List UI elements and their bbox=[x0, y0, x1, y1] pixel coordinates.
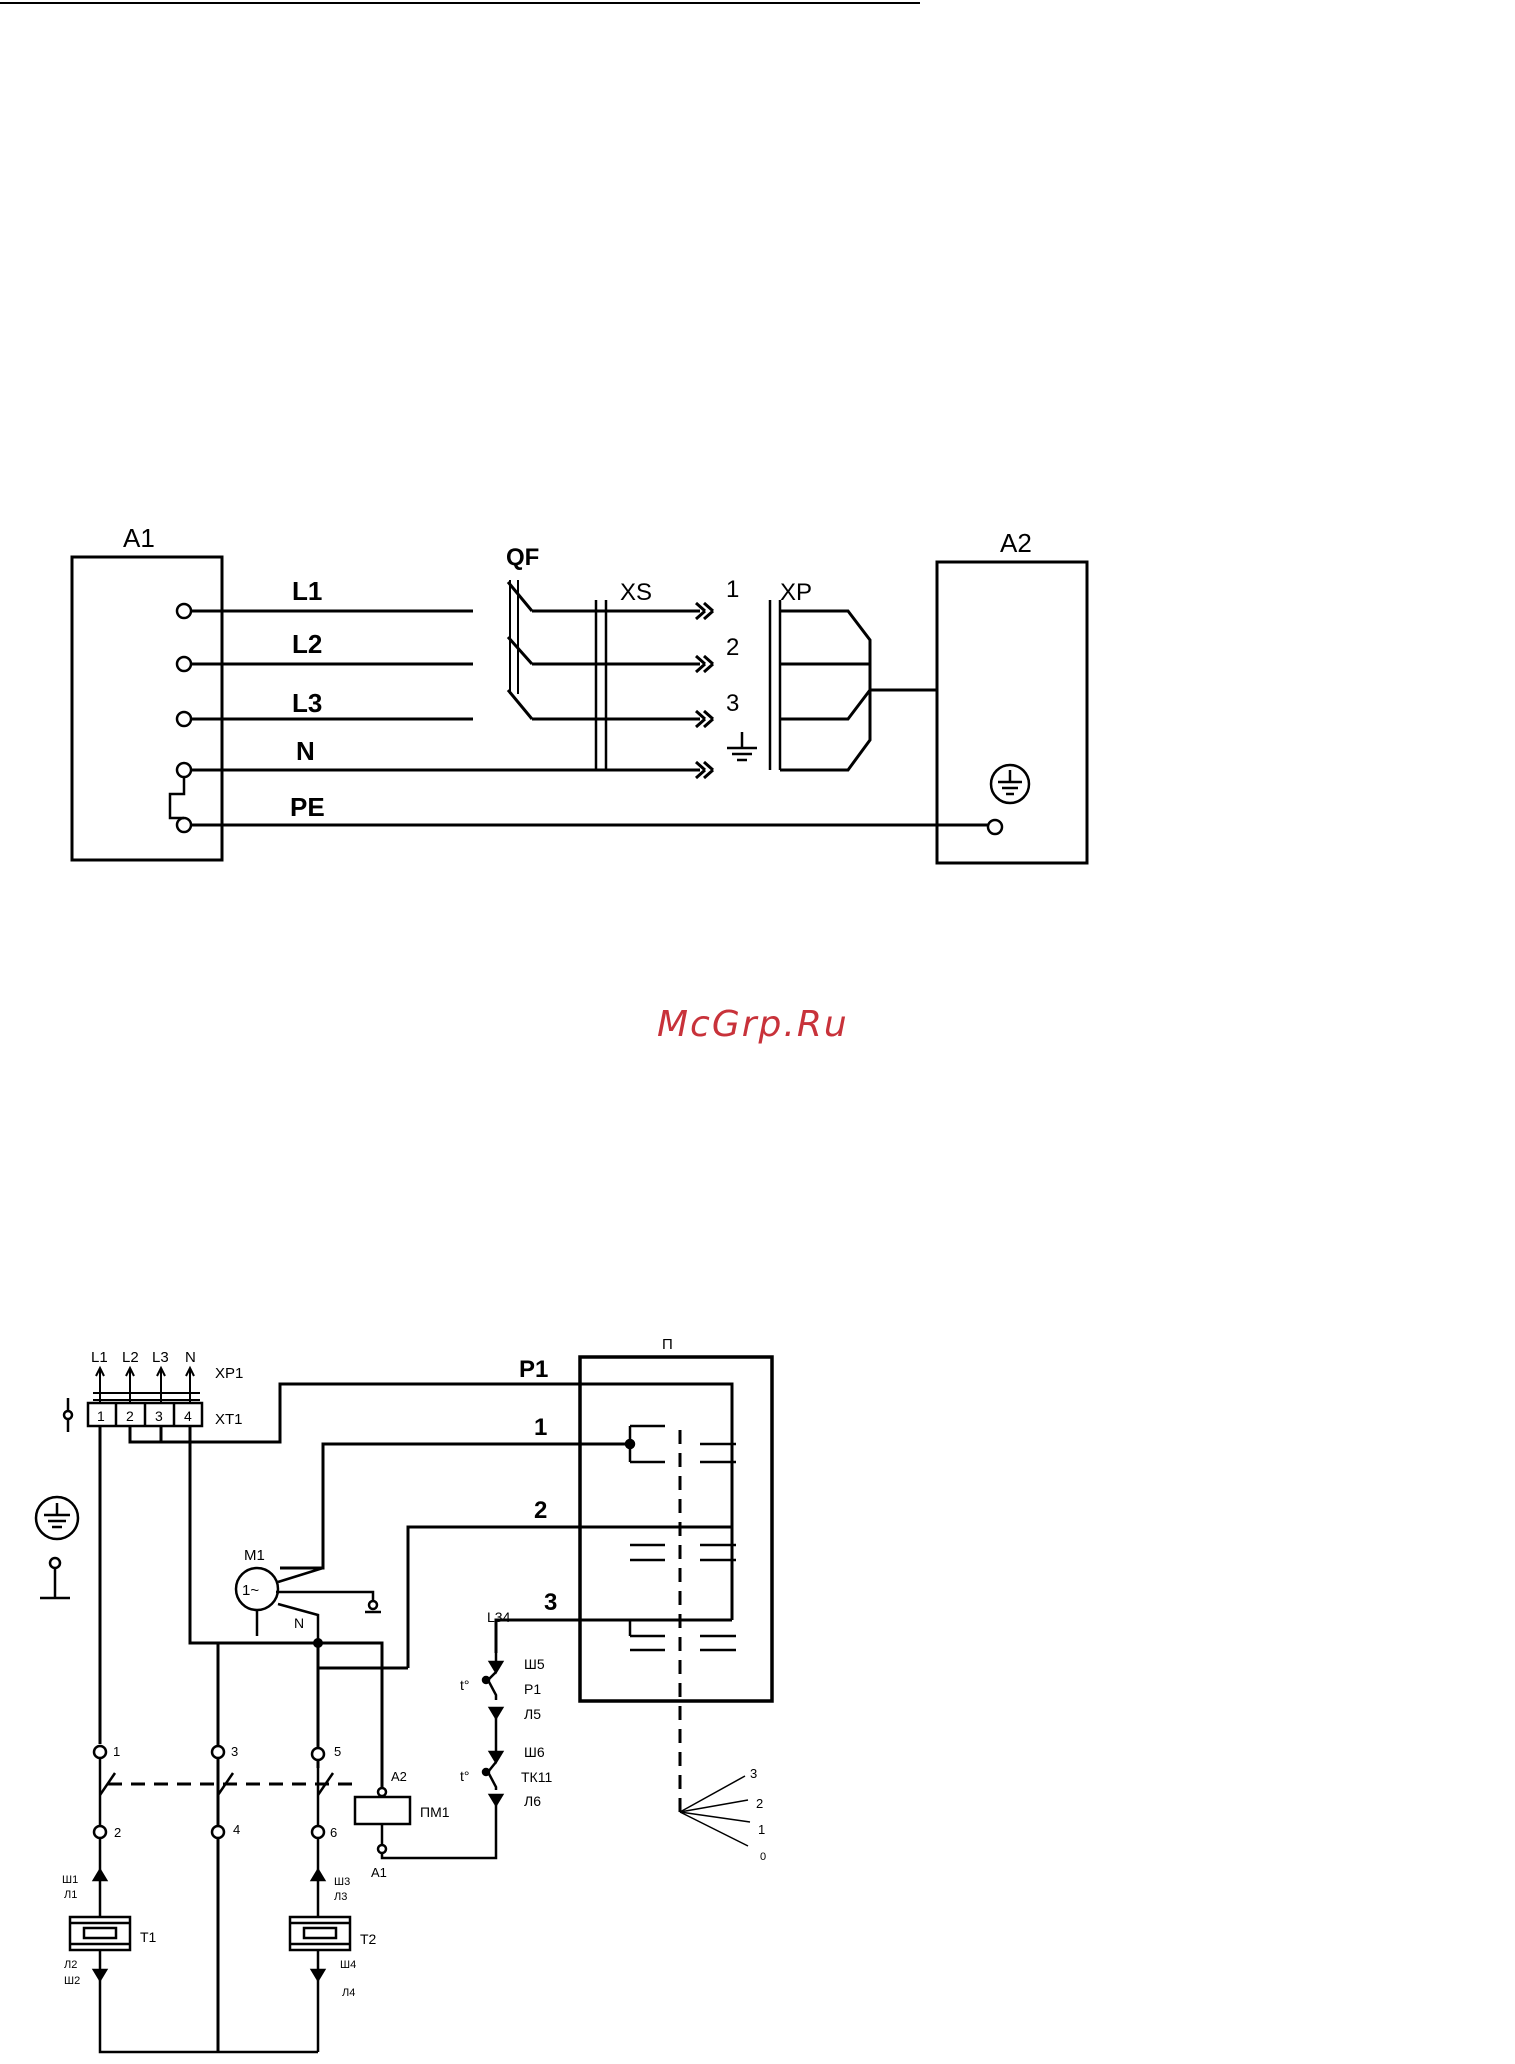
heater-t2-bottom-1: Ш4 bbox=[340, 1959, 356, 1971]
ground-symbol bbox=[727, 732, 757, 760]
thermostat-tk11-bottom: Л6 bbox=[524, 1793, 541, 1809]
thermostat-tk11-top: Ш6 bbox=[524, 1744, 545, 1760]
coil-terminal-a1: A1 bbox=[371, 1865, 387, 1880]
pin-3: 3 bbox=[726, 690, 739, 717]
thermostat-p1-bottom: Л5 bbox=[524, 1706, 541, 1722]
contact-3-label: 3 bbox=[231, 1744, 238, 1759]
heater-t2 bbox=[290, 1838, 350, 2052]
switch-label-3: 3 bbox=[544, 1589, 557, 1616]
heater-t2-bottom-2: Л4 bbox=[342, 1987, 355, 1999]
heater-t2-top-2: Л3 bbox=[334, 1891, 347, 1903]
label-xt1: XT1 bbox=[215, 1411, 243, 1428]
terminal-2: 2 bbox=[126, 1408, 134, 1424]
label-xp1: XP1 bbox=[215, 1365, 243, 1382]
label-qf: QF bbox=[506, 544, 539, 571]
terminal-1: 1 bbox=[97, 1408, 105, 1424]
label-l2: L2 bbox=[292, 629, 322, 659]
cable-to-a2 bbox=[780, 611, 937, 770]
ground-link-switch bbox=[64, 1398, 72, 1432]
motor-label: M1 bbox=[244, 1547, 265, 1564]
wiring-diagram-1: A1 A2 L1 L2 L3 N PE QF bbox=[72, 523, 1087, 863]
contact-6-label: 6 bbox=[330, 1825, 337, 1840]
heater-t1 bbox=[70, 1838, 318, 2052]
heater-t1-top-1: Ш1 bbox=[62, 1874, 78, 1886]
terminal-l1 bbox=[177, 604, 191, 618]
contact-2-label: 2 bbox=[114, 1825, 121, 1840]
thermostat-chain bbox=[483, 1653, 502, 1805]
heater-t1-bottom-1: Л2 bbox=[64, 1959, 77, 1971]
wire-l34-label: L34 bbox=[487, 1609, 511, 1625]
switch-label-1: 1 bbox=[534, 1414, 547, 1441]
plug-terminal-n: N bbox=[185, 1349, 196, 1366]
contactor-label: ПМ1 bbox=[420, 1804, 450, 1820]
switch-position-2: 2 bbox=[756, 1796, 763, 1811]
thermostat-p1-temp: t° bbox=[460, 1677, 470, 1693]
label-l1: L1 bbox=[292, 576, 322, 606]
socket-xs bbox=[596, 600, 606, 770]
motor-symbol: 1~ bbox=[242, 1582, 259, 1599]
wiring-diagram-2: L1 L2 L3 N XP1 XT1 1 2 3 4 bbox=[36, 1336, 772, 2052]
heater-t2-label: T2 bbox=[360, 1931, 377, 1947]
label-xp: XP bbox=[780, 579, 812, 606]
coil-terminal-a2: A2 bbox=[391, 1769, 407, 1784]
plug-xp bbox=[770, 600, 780, 770]
block-a2 bbox=[937, 562, 1087, 863]
terminal-n bbox=[177, 763, 191, 777]
pin-1: 1 bbox=[726, 576, 739, 603]
block-a1-label: A1 bbox=[123, 523, 155, 553]
switch-label-p1: P1 bbox=[519, 1356, 548, 1383]
label-pe: PE bbox=[290, 792, 325, 822]
terminal-3: 3 bbox=[155, 1408, 163, 1424]
protective-earth-icon bbox=[991, 765, 1029, 803]
terminal-l3 bbox=[177, 712, 191, 726]
switch-position-1: 1 bbox=[758, 1822, 765, 1837]
label-l3: L3 bbox=[292, 688, 322, 718]
contact-4-label: 4 bbox=[233, 1822, 240, 1837]
thermostat-tk11-temp: t° bbox=[460, 1768, 470, 1784]
block-a2-label: A2 bbox=[1000, 528, 1032, 558]
earth-terminal-icon bbox=[36, 1497, 78, 1598]
contactor-terminals bbox=[94, 1746, 333, 1838]
heater-t1-top-2: Л1 bbox=[64, 1889, 77, 1901]
plug-terminal-l3: L3 bbox=[152, 1349, 169, 1366]
switch-label-2: 2 bbox=[534, 1497, 547, 1524]
block-a1 bbox=[72, 557, 222, 860]
terminal-l2 bbox=[177, 657, 191, 671]
n-pe-bridge bbox=[170, 777, 184, 818]
switch-position-0: 0 bbox=[760, 1851, 766, 1863]
terminal-4: 4 bbox=[184, 1408, 192, 1424]
heater-t2-top-1: Ш3 bbox=[334, 1876, 350, 1888]
heater-t1-bottom-2: Ш2 bbox=[64, 1975, 80, 1987]
switch-position-3: 3 bbox=[750, 1766, 757, 1781]
panel-label: П bbox=[662, 1336, 673, 1353]
terminal-pe-a2 bbox=[988, 820, 1002, 834]
thermostat-tk11-name: ТК11 bbox=[521, 1769, 552, 1785]
heater-t1-label: T1 bbox=[140, 1929, 157, 1945]
switch-positions bbox=[680, 1776, 750, 1846]
label-n: N bbox=[296, 736, 315, 766]
breaker-qf bbox=[508, 580, 700, 719]
plug-arrows bbox=[93, 1368, 200, 1403]
contact-1-label: 1 bbox=[113, 1744, 120, 1759]
thermostat-p1-name: P1 bbox=[524, 1681, 541, 1697]
neutral-label: N bbox=[294, 1615, 304, 1631]
thermostat-p1-top: Ш5 bbox=[524, 1656, 545, 1672]
label-xs: XS bbox=[620, 579, 652, 606]
watermark: McGrp.Ru bbox=[657, 1004, 849, 1045]
contact-5-label: 5 bbox=[334, 1744, 341, 1759]
pin-2: 2 bbox=[726, 634, 739, 661]
contactor-coil bbox=[355, 1797, 410, 1824]
terminal-pe bbox=[177, 818, 191, 832]
plug-terminal-l2: L2 bbox=[122, 1349, 139, 1366]
plug-terminal-l1: L1 bbox=[91, 1349, 108, 1366]
switch-panel bbox=[580, 1357, 772, 1701]
